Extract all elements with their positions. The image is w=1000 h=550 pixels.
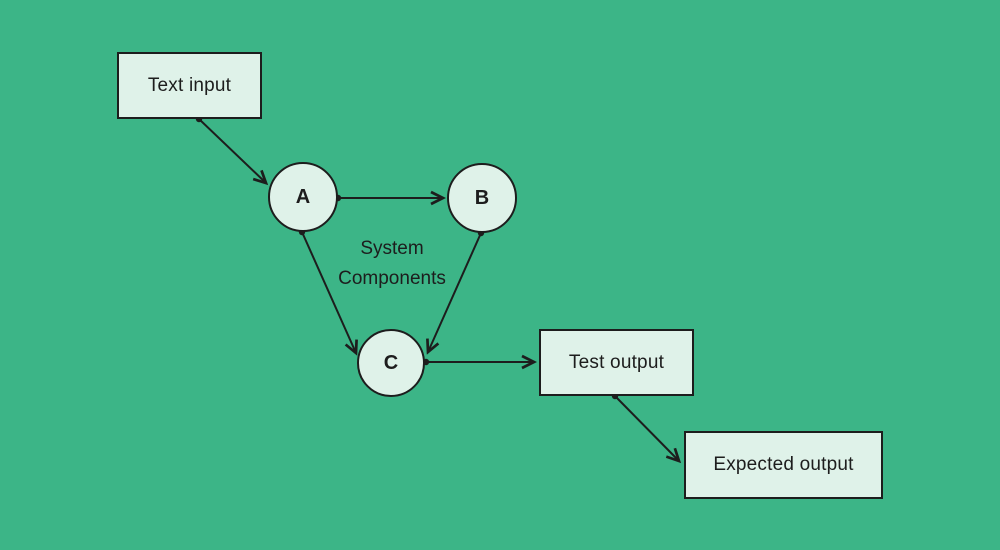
edge-text-input-to-a	[198, 118, 269, 186]
node-test-output: Test output	[539, 329, 694, 396]
node-c-label: C	[383, 351, 399, 374]
node-text-input: Text input	[117, 52, 262, 119]
node-b-label: B	[474, 186, 490, 209]
node-text-input-label: Text input	[147, 74, 232, 96]
edge-test-output-to-expected-output	[614, 395, 682, 464]
system-components-label: System Components	[338, 238, 446, 289]
edge-a-to-c	[301, 231, 358, 356]
node-a: A	[268, 162, 338, 232]
edge-b-to-c	[426, 232, 482, 355]
node-test-output-label: Test output	[568, 351, 665, 373]
node-expected-output: Expected output	[684, 431, 883, 499]
node-a-label: A	[295, 185, 311, 208]
node-b: B	[447, 163, 517, 233]
node-expected-output-label: Expected output	[713, 454, 854, 475]
node-c: C	[357, 329, 425, 397]
